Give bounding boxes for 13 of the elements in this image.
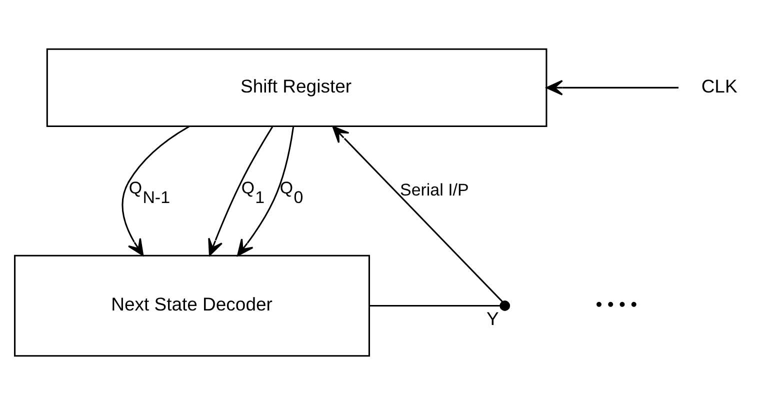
edge-label: Serial I/P — [400, 180, 469, 199]
connector — [370, 304, 500, 306]
node-box: Next State Decoder — [14, 254, 370, 356]
node-label: Y — [486, 307, 499, 328]
arrow — [332, 125, 504, 302]
label: • • • • — [596, 293, 638, 314]
arrow — [122, 125, 190, 256]
arrow — [237, 126, 294, 256]
node-box: Shift Register — [46, 48, 548, 126]
node-circle — [500, 300, 510, 310]
arrow — [546, 79, 678, 95]
node-text: CLK — [701, 74, 738, 96]
arrow — [208, 125, 274, 256]
